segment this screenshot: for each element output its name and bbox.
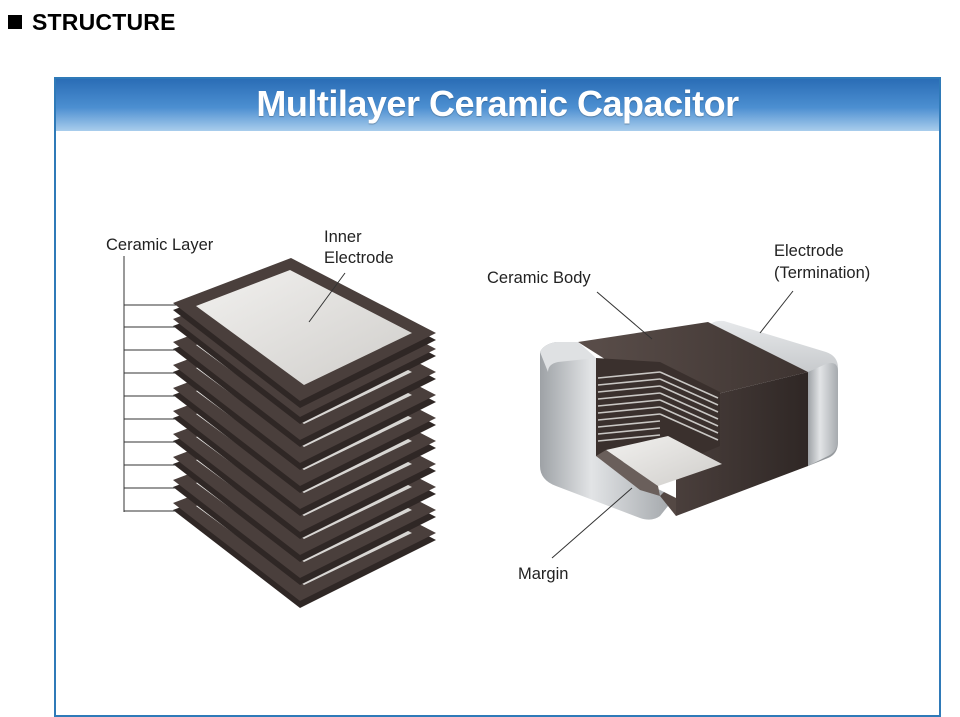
ceramic-body-leader	[596, 291, 653, 340]
ceramic-layer-1	[173, 258, 436, 408]
ceramic-layer-bracket	[123, 256, 176, 512]
inner-electrode-label-line2: Electrode	[324, 249, 394, 267]
diagram-title-band: Multilayer Ceramic Capacitor	[56, 79, 939, 131]
section-header: STRUCTURE	[8, 6, 176, 38]
margin-leader	[551, 487, 633, 559]
electrode-label-line1: Electrode	[774, 242, 844, 260]
inner-electrode-leader	[308, 272, 346, 323]
layer-stack	[173, 258, 436, 608]
section-title: STRUCTURE	[32, 8, 176, 35]
square-bullet-icon	[8, 15, 22, 29]
chip-capacitor	[540, 320, 838, 520]
electrode-label-line2: (Termination)	[774, 264, 870, 282]
electrode-termination-leader	[759, 290, 794, 334]
ceramic-body-label: Ceramic Body	[487, 269, 591, 287]
inner-electrode-stack	[597, 371, 719, 442]
ceramic-layer-label: Ceramic Layer	[106, 236, 214, 254]
inner-electrode-label-line1: Inner	[324, 228, 362, 246]
margin-label: Margin	[518, 565, 568, 583]
diagram-title: Multilayer Ceramic Capacitor	[256, 83, 739, 124]
